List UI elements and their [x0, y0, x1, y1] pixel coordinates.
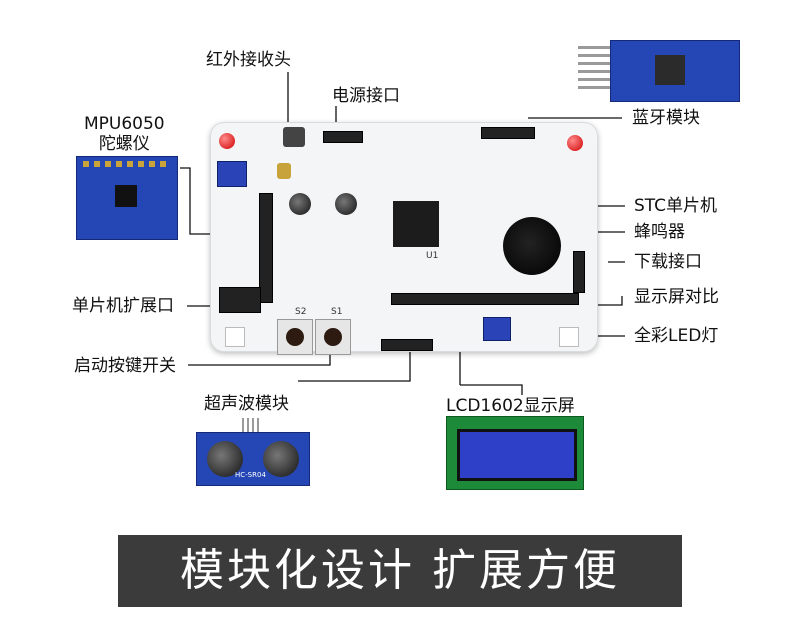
- crystal: [277, 163, 291, 179]
- power-header: [323, 131, 363, 143]
- label-ultrasonic: 超声波模块: [204, 394, 289, 414]
- bt-chip: [655, 55, 685, 85]
- label-button-switch: 启动按键开关: [74, 356, 176, 376]
- lcd-screen: [457, 429, 577, 481]
- label-mpu: MPU6050 陀螺仪: [84, 114, 165, 154]
- label-mpu-line2: 陀螺仪: [98, 134, 150, 154]
- mpu-pins: [83, 161, 171, 167]
- label-buzzer: 蜂鸣器: [634, 222, 685, 242]
- red-led-right: [567, 135, 583, 151]
- ultrasonic-leader: [298, 348, 411, 382]
- lcd-main-header: [391, 293, 579, 305]
- lcd-leader: [460, 384, 523, 395]
- label-power: 电源接口: [332, 86, 400, 106]
- red-led-left: [219, 133, 235, 149]
- label-stc: STC单片机: [634, 196, 718, 216]
- bluetooth-header: [481, 127, 535, 139]
- bluetooth-pins: [578, 46, 610, 94]
- ultrasonic-module: HC-SR04: [196, 432, 310, 486]
- mpu-chip: [115, 185, 137, 207]
- ultrasonic-header: [381, 339, 433, 351]
- stc-mcu-chip: [393, 201, 439, 247]
- pot-left: [217, 161, 247, 187]
- label-mcu-port: 单片机扩展口: [72, 296, 174, 316]
- capacitor-2: [335, 193, 357, 215]
- main-board: U1 S2 S1: [210, 122, 598, 355]
- contrast-pot: [483, 317, 511, 341]
- buzzer: [503, 217, 561, 275]
- label-bluetooth: 蓝牙模块: [632, 108, 700, 128]
- button-leader: [188, 352, 331, 366]
- ultrasonic-pins: [242, 418, 260, 432]
- label-mpu-line1: MPU6050: [84, 114, 165, 134]
- download-header: [573, 251, 585, 293]
- label-lcd: LCD1602显示屏: [446, 396, 575, 416]
- ultrasonic-transducer-right: [263, 441, 299, 477]
- label-download: 下载接口: [634, 252, 702, 272]
- mcu-expansion-header: [219, 287, 261, 313]
- slogan-banner: 模块化设计 扩展方便: [118, 535, 682, 607]
- label-infrared: 红外接收头: [206, 50, 291, 70]
- lcd-left-header: [259, 193, 273, 303]
- mpu6050-module: [76, 156, 178, 240]
- ultrasonic-transducer-left: [207, 441, 243, 477]
- capacitor-1: [289, 193, 311, 215]
- u1-mark: U1: [426, 251, 439, 261]
- label-rgb-led: 全彩LED灯: [634, 326, 719, 346]
- rgb-led-left: [225, 327, 245, 347]
- button-s1: [315, 319, 351, 355]
- bluetooth-module: [610, 40, 740, 102]
- rgb-led-right: [559, 327, 579, 347]
- infrared-receiver: [283, 127, 305, 147]
- s2-mark: S2: [295, 307, 307, 317]
- label-contrast: 显示屏对比: [634, 287, 719, 307]
- button-s2: [277, 319, 313, 355]
- lcd1602-module: [446, 416, 584, 490]
- s1-mark: S1: [331, 307, 343, 317]
- hc-sr04-mark: HC-SR04: [235, 471, 266, 479]
